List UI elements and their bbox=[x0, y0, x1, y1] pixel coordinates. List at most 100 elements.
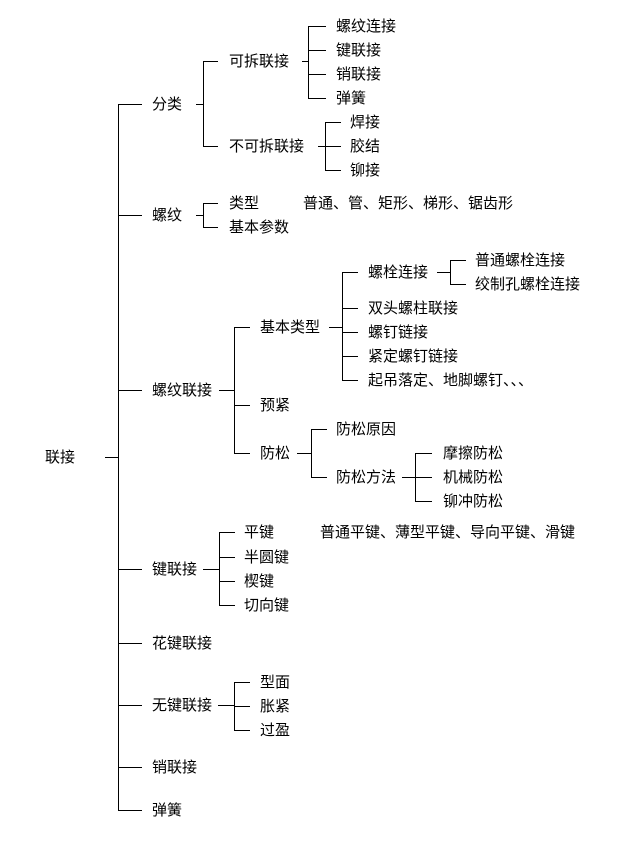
node-level-2: 基本类型 bbox=[260, 318, 321, 336]
node-level-3: 胶结 bbox=[350, 137, 381, 155]
connector-line bbox=[234, 730, 250, 731]
node-level-3: 键联接 bbox=[336, 41, 382, 59]
node-level-3: 铆接 bbox=[350, 161, 381, 179]
node-level-2: 切向键 bbox=[244, 596, 290, 614]
connector-line bbox=[402, 477, 416, 478]
connector-line bbox=[308, 98, 326, 99]
node-level-2: 类型 bbox=[229, 194, 260, 212]
connector-line bbox=[219, 581, 235, 582]
connector-line bbox=[203, 227, 218, 228]
connector-line bbox=[219, 557, 235, 558]
connector-line bbox=[118, 767, 142, 768]
node-level-3: 螺栓连接 bbox=[368, 263, 429, 281]
connector-line bbox=[203, 569, 220, 570]
root-node: 联接 bbox=[45, 448, 76, 466]
connector-line bbox=[302, 61, 309, 62]
connector-line bbox=[342, 272, 358, 273]
connector-line bbox=[318, 146, 326, 147]
node-level-3: 防松方法 bbox=[336, 468, 397, 486]
connector-line bbox=[415, 501, 432, 502]
connector-line bbox=[415, 453, 432, 454]
connector-line bbox=[342, 272, 343, 381]
node-level-3: 普通平键、薄型平键、导向平键、滑键 bbox=[320, 523, 576, 541]
node-level-3: 螺钉链接 bbox=[368, 323, 429, 341]
connector-line bbox=[234, 327, 250, 328]
connector-line bbox=[218, 705, 235, 706]
node-level-3: 紧定螺钉链接 bbox=[368, 347, 459, 365]
node-level-3: 双头螺柱联接 bbox=[368, 299, 459, 317]
connector-line bbox=[342, 332, 358, 333]
connector-line bbox=[342, 356, 358, 357]
connector-line bbox=[203, 203, 218, 204]
connector-line bbox=[311, 477, 327, 478]
node-level-2: 基本参数 bbox=[229, 218, 290, 236]
connector-line bbox=[329, 327, 343, 328]
node-level-4: 摩擦防松 bbox=[443, 444, 504, 462]
connector-line bbox=[342, 308, 358, 309]
connector-line bbox=[437, 272, 451, 273]
connector-line bbox=[105, 457, 119, 458]
connector-line bbox=[203, 203, 204, 228]
connector-line bbox=[118, 104, 119, 811]
node-level-4: 普通螺栓连接 bbox=[475, 251, 566, 269]
connector-line bbox=[325, 122, 341, 123]
node-level-4: 机械防松 bbox=[443, 468, 504, 486]
connector-line bbox=[118, 643, 142, 644]
connector-line bbox=[196, 215, 204, 216]
node-level-3: 防松原因 bbox=[336, 420, 397, 438]
node-level-1: 无键联接 bbox=[152, 696, 213, 714]
connector-line bbox=[415, 477, 432, 478]
connector-line bbox=[203, 61, 218, 62]
connector-line bbox=[342, 380, 358, 381]
connector-line bbox=[234, 405, 250, 406]
connector-line bbox=[308, 50, 326, 51]
connector-line bbox=[297, 453, 312, 454]
connector-line bbox=[118, 705, 142, 706]
node-level-4: 绞制孔螺栓连接 bbox=[475, 275, 581, 293]
connector-line bbox=[325, 170, 341, 171]
node-level-2: 型面 bbox=[260, 673, 291, 691]
node-level-3: 起吊落定、地脚螺钉、、、 bbox=[368, 371, 534, 389]
node-level-3: 弹簧 bbox=[336, 89, 367, 107]
node-level-1: 花键联接 bbox=[152, 634, 213, 652]
node-level-2: 预紧 bbox=[260, 396, 291, 414]
node-level-1: 螺纹 bbox=[152, 206, 183, 224]
node-level-2: 楔键 bbox=[244, 572, 275, 590]
connector-line bbox=[308, 26, 326, 27]
node-level-3: 销联接 bbox=[336, 65, 382, 83]
node-level-2: 防松 bbox=[260, 444, 291, 462]
node-level-2: 不可拆联接 bbox=[229, 137, 305, 155]
node-level-1: 弹簧 bbox=[152, 801, 183, 819]
node-level-2: 胀紧 bbox=[260, 697, 291, 715]
connector-line bbox=[118, 390, 142, 391]
connector-line bbox=[311, 429, 327, 430]
node-level-2: 过盈 bbox=[260, 721, 291, 739]
node-level-2: 可拆联接 bbox=[229, 52, 290, 70]
connector-line bbox=[118, 104, 142, 105]
connector-line bbox=[118, 569, 142, 570]
node-level-3: 螺纹连接 bbox=[336, 17, 397, 35]
connector-line bbox=[308, 26, 309, 99]
node-level-2: 平键 bbox=[244, 523, 275, 541]
connector-line bbox=[118, 215, 142, 216]
node-level-3: 焊接 bbox=[350, 113, 381, 131]
connector-line bbox=[219, 532, 235, 533]
node-level-1: 键联接 bbox=[152, 560, 198, 578]
connector-line bbox=[219, 605, 235, 606]
node-level-1: 分类 bbox=[152, 95, 183, 113]
connector-line bbox=[234, 706, 250, 707]
connector-line bbox=[219, 390, 235, 391]
connector-line bbox=[196, 104, 204, 105]
connector-line bbox=[325, 146, 341, 147]
connector-line bbox=[311, 429, 312, 478]
connector-line bbox=[203, 146, 218, 147]
connector-line bbox=[203, 61, 204, 147]
node-level-1: 销联接 bbox=[152, 758, 198, 776]
connector-line bbox=[308, 74, 326, 75]
node-level-4: 铆冲防松 bbox=[443, 492, 504, 510]
connector-line bbox=[450, 260, 466, 261]
connector-line bbox=[450, 284, 466, 285]
connector-line bbox=[450, 260, 451, 285]
connector-line bbox=[219, 532, 220, 606]
